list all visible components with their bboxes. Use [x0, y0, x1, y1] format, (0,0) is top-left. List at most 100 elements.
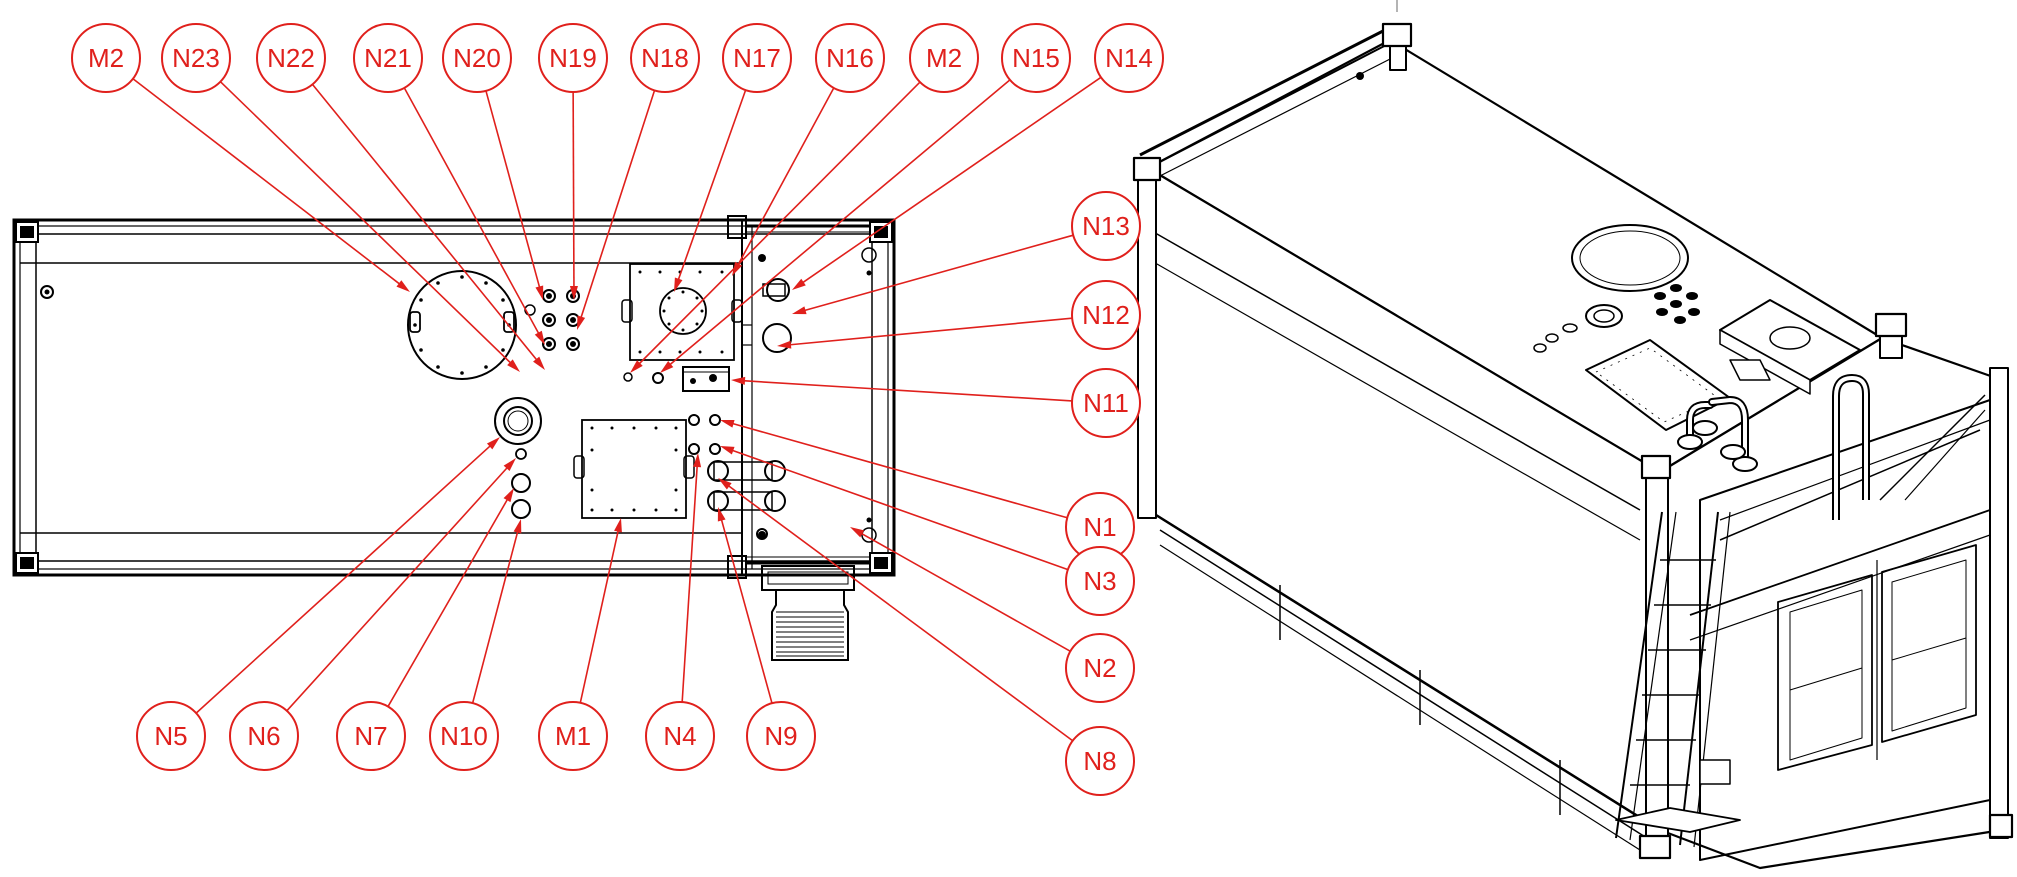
callout-label: N3	[1083, 566, 1116, 596]
callout-circle	[1065, 726, 1135, 796]
callout-circle	[1071, 280, 1141, 350]
leader-line-n4	[681, 464, 699, 703]
leader-arrow-n21	[534, 330, 545, 345]
leader-arrow-n10	[513, 519, 522, 534]
leader-arrow-n3	[720, 446, 735, 455]
leader-line-n16	[737, 87, 835, 266]
callout-n8: N8	[1065, 726, 1135, 796]
callout-n6: N6	[229, 701, 299, 771]
callout-n1: N1	[1065, 492, 1135, 562]
callout-label: N8	[1083, 746, 1116, 776]
leader-arrow-n16	[732, 261, 743, 276]
callout-label: N16	[826, 43, 874, 73]
leader-line-n17	[677, 89, 747, 281]
callout-n16: N16	[815, 23, 885, 93]
callout-n14: N14	[1094, 23, 1164, 93]
callout-circle	[645, 701, 715, 771]
leader-line-m2-top-left	[132, 78, 401, 286]
callout-n22: N22	[256, 23, 326, 93]
callout-label: N9	[764, 721, 797, 751]
leader-arrow-n2	[850, 527, 865, 538]
leader-line-n13	[803, 234, 1074, 312]
leader-arrow-n11	[731, 376, 746, 385]
leader-arrow-n14	[792, 278, 806, 290]
callout-circle	[1094, 23, 1164, 93]
leader-arrow-m1	[614, 518, 622, 533]
leader-line-n6	[286, 466, 509, 712]
callout-circle	[722, 23, 792, 93]
callout-n15: N15	[1001, 23, 1071, 93]
callout-circle	[538, 23, 608, 93]
callout-n9: N9	[746, 701, 816, 771]
callout-n20: N20	[442, 23, 512, 93]
leader-arrow-n18	[577, 315, 586, 330]
leader-arrow-n13	[792, 306, 807, 315]
callout-circle	[815, 23, 885, 93]
leader-arrow-n8	[718, 478, 732, 490]
callout-circle	[442, 23, 512, 93]
callout-label: N21	[364, 43, 412, 73]
leader-arrow-n6	[503, 458, 516, 472]
callout-label: M2	[88, 43, 124, 73]
callout-circle	[1071, 368, 1141, 438]
callout-circle	[1071, 191, 1141, 261]
callout-label: N20	[453, 43, 501, 73]
callout-label: N10	[440, 721, 488, 751]
callout-n10: N10	[429, 701, 499, 771]
leader-arrow-n22	[533, 356, 545, 370]
leader-arrow-n15	[660, 360, 674, 373]
callout-label: N5	[154, 721, 187, 751]
leader-arrow-n17	[674, 277, 683, 292]
callout-n12: N12	[1071, 280, 1141, 350]
callout-label: N15	[1012, 43, 1060, 73]
callout-label: N1	[1083, 512, 1116, 542]
leader-arrow-m2-top-right	[630, 360, 643, 373]
leader-line-n12	[788, 317, 1073, 346]
leader-line-n2	[860, 532, 1071, 652]
leader-line-m2-top-right	[637, 81, 921, 366]
leader-arrow-n4	[693, 453, 702, 468]
leader-line-n23	[219, 81, 512, 365]
callout-label: N17	[733, 43, 781, 73]
callout-circle	[1001, 23, 1071, 93]
leader-arrow-n9	[717, 507, 726, 522]
leader-line-n11	[742, 379, 1073, 402]
callout-label: N19	[549, 43, 597, 73]
callout-circle	[538, 701, 608, 771]
leader-line-n7	[387, 497, 509, 707]
leader-arrow-n12	[777, 340, 792, 349]
callout-leaders	[132, 76, 1102, 742]
callout-label: N14	[1105, 43, 1153, 73]
leader-line-n20	[485, 90, 541, 289]
leader-line-n22	[311, 83, 539, 362]
callout-n11: N11	[1071, 368, 1141, 438]
leader-line-m1	[579, 529, 620, 703]
callout-n13: N13	[1071, 191, 1141, 261]
callout-circle	[909, 23, 979, 93]
callout-label: N12	[1082, 300, 1130, 330]
callout-label: N6	[247, 721, 280, 751]
leader-line-n14	[801, 76, 1102, 284]
callout-circle	[630, 23, 700, 93]
callout-m1: M1	[538, 701, 608, 771]
callout-n3: N3	[1065, 546, 1135, 616]
leader-arrow-n1	[720, 419, 735, 428]
callout-label: N7	[354, 721, 387, 751]
leader-arrow-m2-top-left	[396, 280, 410, 292]
callout-label: N18	[641, 43, 689, 73]
callout-label: N13	[1082, 211, 1130, 241]
callout-label: N22	[267, 43, 315, 73]
callout-n2: N2	[1065, 633, 1135, 703]
callout-circle	[336, 701, 406, 771]
top-view	[12, 215, 896, 661]
callout-label: N23	[172, 43, 220, 73]
callout-n18: N18	[630, 23, 700, 93]
callout-n4: N4	[645, 701, 715, 771]
callout-circle	[136, 701, 206, 771]
leader-arrow-n7	[503, 488, 514, 503]
callout-circle	[256, 23, 326, 93]
leader-line-n10	[471, 530, 519, 704]
leader-arrow-n20	[535, 285, 544, 300]
